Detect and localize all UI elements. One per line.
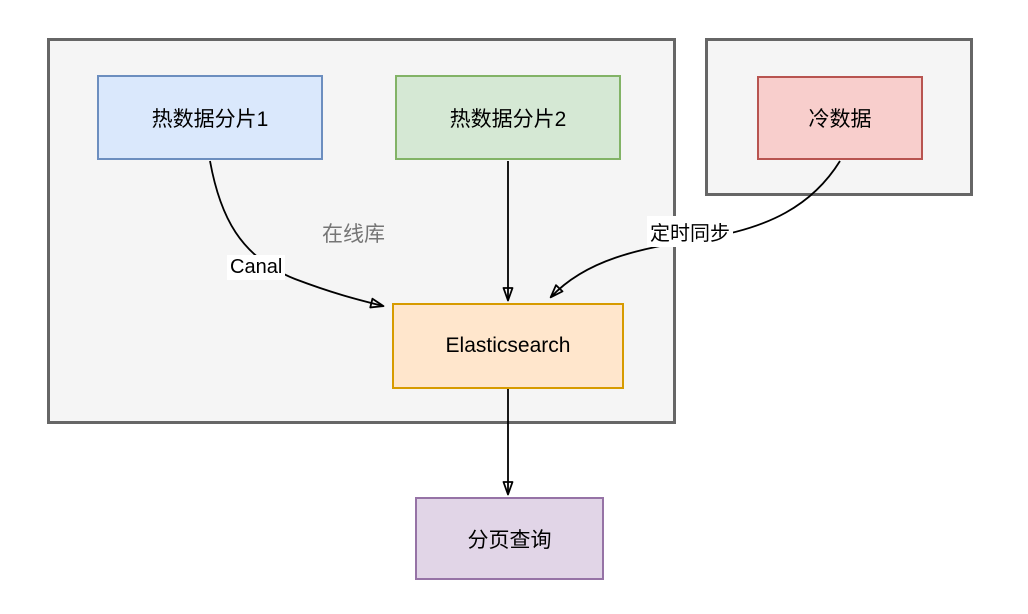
node-elasticsearch-label: Elasticsearch [445,334,571,357]
node-hot-shard-1-label: 热数据分片1 [151,107,269,131]
node-page-query: 分页查询 [415,497,604,580]
edge-label-scheduled-sync: 定时同步 [647,216,733,247]
node-page-query-label: 分页查询 [467,528,552,552]
node-elasticsearch: Elasticsearch [392,303,624,389]
online-db-area-label: 在线库 [322,223,385,246]
node-hot-shard-2: 热数据分片2 [395,75,621,160]
node-cold-data-label: 冷数据 [808,108,872,131]
node-cold-data: 冷数据 [757,76,923,160]
node-hot-shard-1: 热数据分片1 [97,75,323,160]
edge-label-canal: Canal [227,255,286,280]
node-hot-shard-2-label: 热数据分片2 [449,107,567,131]
